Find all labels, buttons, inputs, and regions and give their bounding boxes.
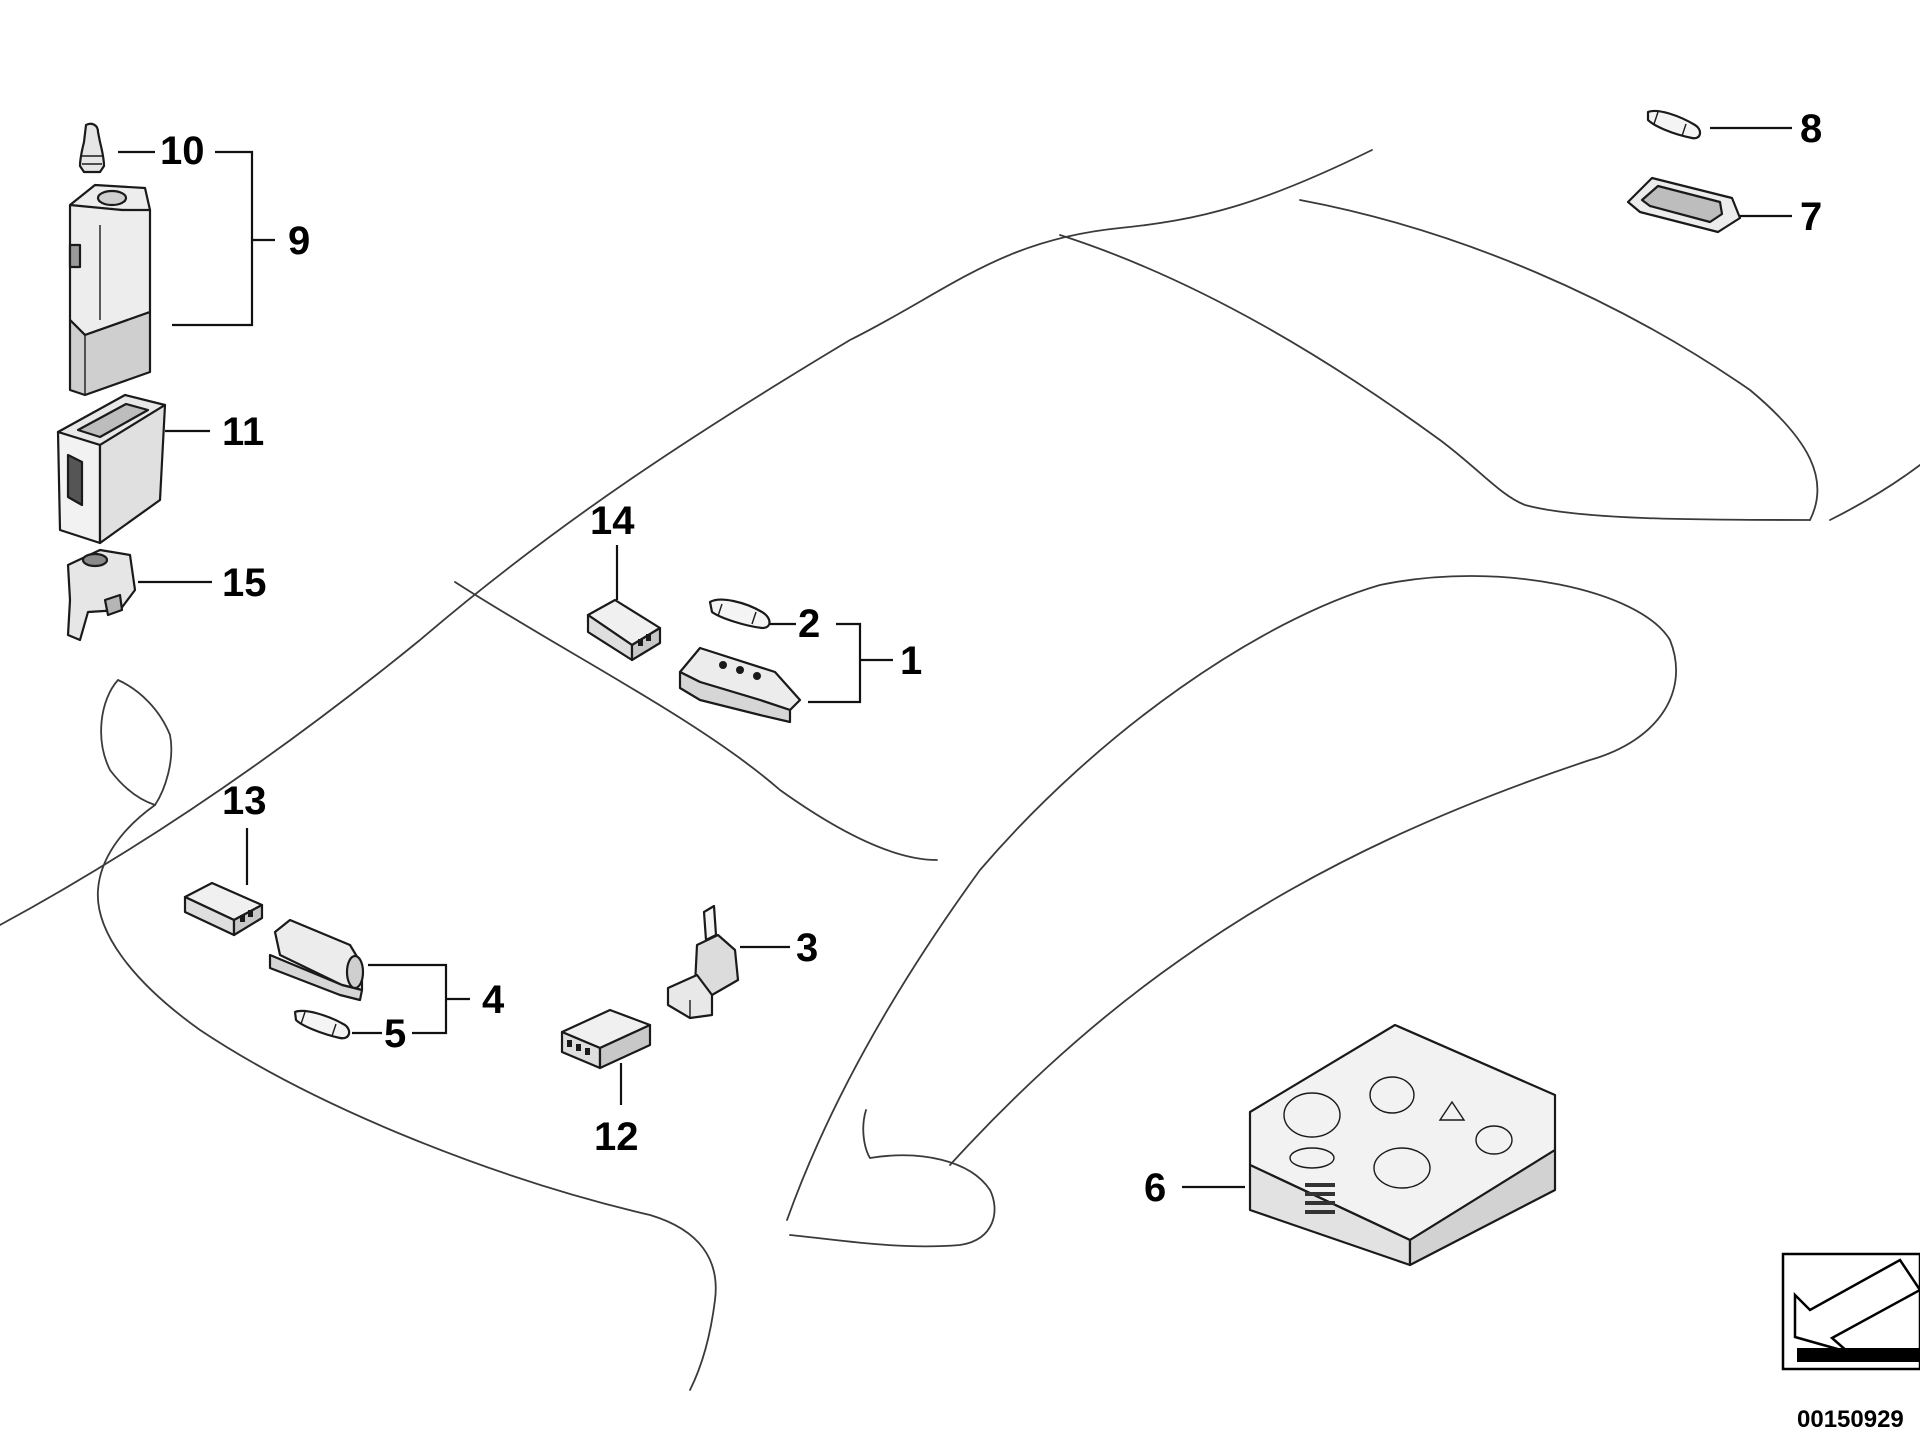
part-6-latch: [1305, 1183, 1335, 1214]
part-9-switch-housing: [68, 183, 152, 397]
part-12-connector: [560, 1008, 652, 1070]
callout-12: 12: [594, 1115, 639, 1159]
callout-11: 11: [222, 410, 264, 454]
callout-4: 4: [482, 978, 505, 1022]
callout-5: 5: [384, 1012, 406, 1056]
part-6-bulb-kit-box: [1248, 1023, 1557, 1267]
part-11-switch-frame: [56, 393, 167, 545]
part-4-lamp-housing: [268, 918, 365, 1002]
callout-14: 14: [590, 499, 635, 543]
orientation-arrow-icon: [1781, 1252, 1920, 1371]
callout-3: 3: [796, 926, 818, 970]
part-14-connector: [586, 598, 662, 662]
part-5-festoon-bulb: [293, 1009, 351, 1040]
callout-15: 15: [222, 561, 267, 605]
callout-1: 1: [900, 639, 922, 683]
callout-8: 8: [1800, 107, 1822, 151]
part-13-connector: [183, 881, 264, 937]
part-1-lamp-housing: [678, 646, 802, 724]
leader-lines: [118, 126, 1792, 1189]
part-8-festoon-bulb: [1646, 109, 1702, 140]
callout-10: 10: [160, 129, 205, 173]
part-7-lamp-lens: [1626, 176, 1742, 234]
callout-6: 6: [1144, 1166, 1166, 1210]
callout-13: 13: [222, 779, 267, 823]
part-10-bulb: [78, 122, 106, 174]
part-2-festoon-bulb: [708, 598, 771, 630]
car-body-outline: [0, 149, 1920, 1391]
callout-labels: 10 9 11 15 14 2 1 13 3 4 5 12 6 7 8: [160, 107, 1822, 1210]
callout-9: 9: [288, 219, 310, 263]
document-number: 00150929: [1797, 1406, 1904, 1433]
callout-7: 7: [1800, 195, 1822, 239]
part-15-clip: [66, 548, 137, 642]
part-3-bulb-socket: [666, 904, 740, 1020]
callout-2: 2: [798, 602, 820, 646]
